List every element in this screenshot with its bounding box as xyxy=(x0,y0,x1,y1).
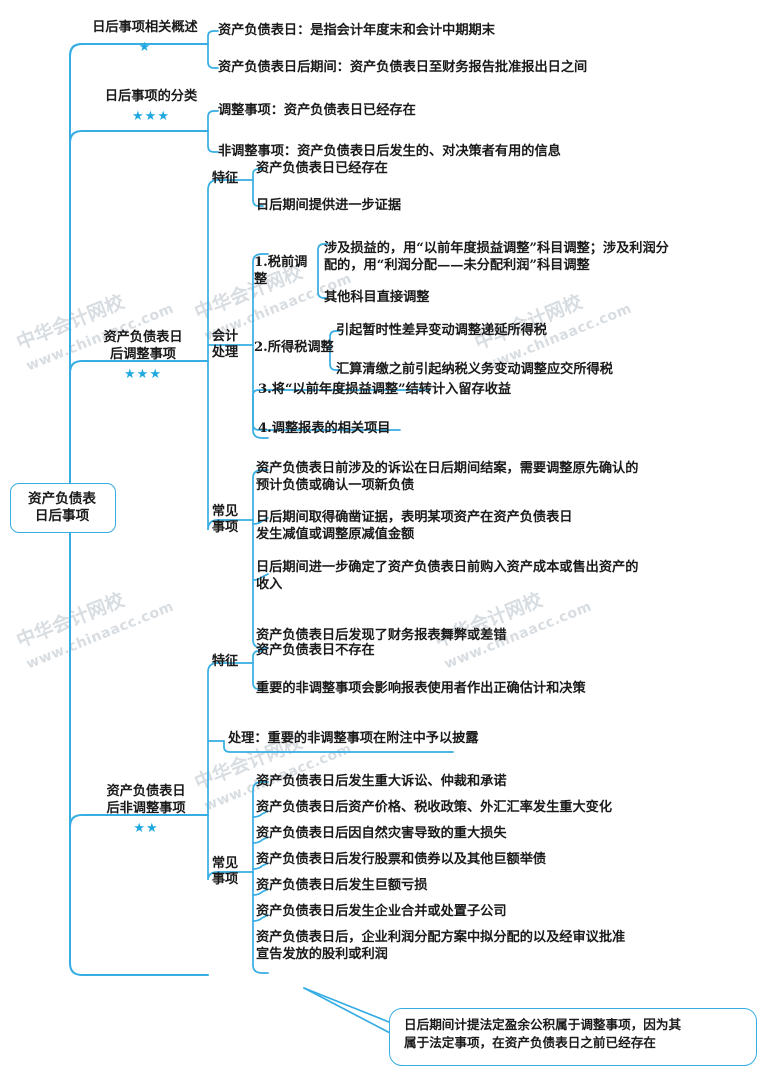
leaf-node: 资产负债表日后发生重大诉讼、仲裁和承诺 xyxy=(256,774,507,789)
leaf-node: 日后期间进一步确定了资产负债表日前购入资产成本或售出资产的 收入 xyxy=(256,560,639,592)
item-label-carry-forward: 3.将“以前年度损益调整”结转计入留存收益 xyxy=(258,382,512,397)
leaf-node: 资产负债表日后资产价格、税收政策、外汇汇率发生重大变化 xyxy=(256,800,613,815)
leaf-node: 其他科目直接调整 xyxy=(324,290,430,305)
root-node-label: 资产负债表 日后事项 xyxy=(28,491,96,525)
star-rating-adjusting-events: ★★★ xyxy=(124,367,162,382)
item-label-adjust-statements: 4.调整报表的相关项目 xyxy=(258,421,391,436)
group-label-disclosure-treatment: 处理：重要的非调整事项在附注中予以披露 xyxy=(228,731,479,746)
leaf-node: 资产负债表日后发生企业合并或处置子公司 xyxy=(256,904,507,919)
group-label-common-items[interactable]: 常见 事项 xyxy=(211,504,239,536)
leaf-node: 重要的非调整事项会影响报表使用者作出正确估计和决策 xyxy=(256,681,586,696)
leaf-node: 资产负债表日后因自然灾害导致的重大损失 xyxy=(256,826,507,841)
leaf-node: 资产负债表日后发生巨额亏损 xyxy=(256,878,428,893)
leaf-node: 日后期间取得确凿证据，表明某项资产在资产负债表日 发生减值或调整原减值金额 xyxy=(256,510,573,542)
leaf-node: 资产负债表日后期间：资产负债表日至财务报告批准报出日之间 xyxy=(218,60,588,75)
star-rating-classification: ★★★ xyxy=(132,109,170,124)
star-rating-non-adjusting-events: ★★ xyxy=(133,821,159,836)
group-label-common-items[interactable]: 常见 事项 xyxy=(211,856,239,888)
leaf-node: 日后期间提供进一步证据 xyxy=(256,198,402,213)
leaf-node: 资产负债表日后发行股票和债券以及其他巨额举债 xyxy=(256,852,547,867)
branch-label-classification[interactable]: 日后事项的分类 xyxy=(104,89,198,104)
group-label-characteristics[interactable]: 特征 xyxy=(211,171,239,186)
root-node-box[interactable] xyxy=(10,483,116,533)
branch-label-adjusting-events[interactable]: 资产负债表日 后调整事项 xyxy=(103,330,183,362)
leaf-node: 资产负债表日后发现了财务报表舞弊或差错 xyxy=(256,628,507,643)
leaf-node: 引起暂时性差异变动调整递延所得税 xyxy=(336,323,547,338)
group-label-characteristics[interactable]: 特征 xyxy=(211,654,239,669)
leaf-node: 资产负债表日已经存在 xyxy=(256,161,388,176)
leaf-node: 资产负债表日不存在 xyxy=(256,643,375,658)
callout-text: 日后期间计提法定盈余公积属于调整事项，因为其 属于法定事项，在资产负债表日之前已… xyxy=(404,1017,682,1050)
leaf-node: 资产负债表日：是指会计年度末和会计中期期末 xyxy=(218,23,495,38)
item-label-income-tax-adjustment[interactable]: 2.所得税调整 xyxy=(254,340,334,355)
leaf-node: 资产负债表日后，企业利润分配方案中拟分配的以及经审议批准 宣告发放的股利或利润 xyxy=(256,930,626,962)
leaf-node: 非调整事项：资产负债表日后发生的、对决策者有用的信息 xyxy=(218,144,561,159)
leaf-node: 资产负债表日前涉及的诉讼在日后期间结案，需要调整原先确认的 预计负债或确认一项新… xyxy=(256,461,639,493)
branch-label-non-adjusting-events[interactable]: 资产负债表日 后非调整事项 xyxy=(106,784,186,816)
callout-box xyxy=(389,1008,757,1066)
leaf-node: 调整事项：资产负债表日已经存在 xyxy=(218,103,416,118)
leaf-node: 涉及损益的，用“以前年度损益调整”科目调整；涉及利润分 配的，用“利润分配——未… xyxy=(324,241,669,273)
item-label-pretax-adjustment[interactable]: 1.税前调整 xyxy=(254,255,308,287)
branch-label-overview[interactable]: 日后事项相关概述 xyxy=(92,20,198,35)
group-label-accounting-treatment[interactable]: 会计 处理 xyxy=(211,329,239,361)
star-rating-overview: ★ xyxy=(138,40,152,55)
leaf-node: 汇算清缴之前引起纳税义务变动调整应交所得税 xyxy=(336,362,613,377)
